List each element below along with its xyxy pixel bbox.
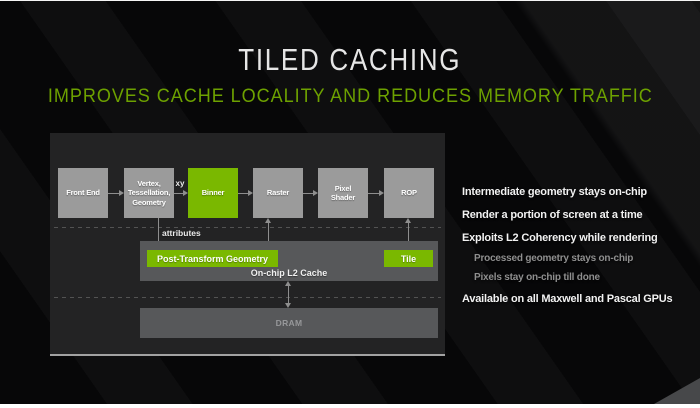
top-border — [0, 0, 700, 1]
bullet-list: Intermediate geometry stays on-chip Rend… — [462, 180, 694, 310]
pipeline-box-pixel-shader: Pixel Shader — [318, 168, 368, 218]
flow-arrow-right-icon — [174, 190, 188, 197]
flow-arrow-right-icon — [303, 190, 318, 197]
bullet-item: Available on all Maxwell and Pascal GPUs — [462, 292, 673, 305]
flow-arrow-right-icon — [238, 190, 253, 197]
pipeline-box-binner: Binner — [188, 168, 238, 218]
flow-arrow-right-icon — [368, 190, 384, 197]
pipeline-diagram-panel: Front End Vertex, Tessellation, Geometry… — [50, 133, 445, 356]
bullet-item: Render a portion of screen at a time — [462, 208, 643, 221]
bullet-subitem: Pixels stay on-chip till done — [474, 272, 600, 283]
chip-boundary-dashed-line — [54, 227, 441, 228]
tile-box: Tile — [384, 250, 433, 267]
page-title: TILED CACHING — [238, 42, 462, 77]
pipeline-box-front-end: Front End — [58, 168, 108, 218]
edge-label-xy: xy — [175, 179, 185, 188]
page-subtitle: IMPROVES CACHE LOCALITY AND REDUCES MEMO… — [47, 86, 653, 107]
l2-dram-double-arrow-icon — [284, 281, 293, 308]
post-transform-geometry-box: Post-Transform Geometry — [147, 250, 278, 267]
pipeline-box-rop: ROP — [384, 168, 434, 218]
dram-box: DRAM — [140, 308, 438, 338]
edge-label-attributes: attributes — [162, 228, 201, 238]
pipeline-box-vertex-tessellation-geometry: Vertex, Tessellation, Geometry — [124, 168, 174, 218]
bullet-item: Exploits L2 Coherency while rendering — [462, 231, 658, 244]
l2-cache-label: On-chip L2 Cache — [250, 268, 328, 278]
memory-boundary-dashed-line — [54, 297, 441, 298]
bottom-border — [0, 404, 700, 408]
raster-up-arrow-icon — [264, 218, 273, 250]
bullet-item: Intermediate geometry stays on-chip — [462, 185, 647, 198]
flow-arrow-right-icon — [108, 190, 124, 197]
pipeline-box-raster: Raster — [253, 168, 303, 218]
bullet-subitem: Processed geometry stays on-chip — [474, 253, 634, 264]
